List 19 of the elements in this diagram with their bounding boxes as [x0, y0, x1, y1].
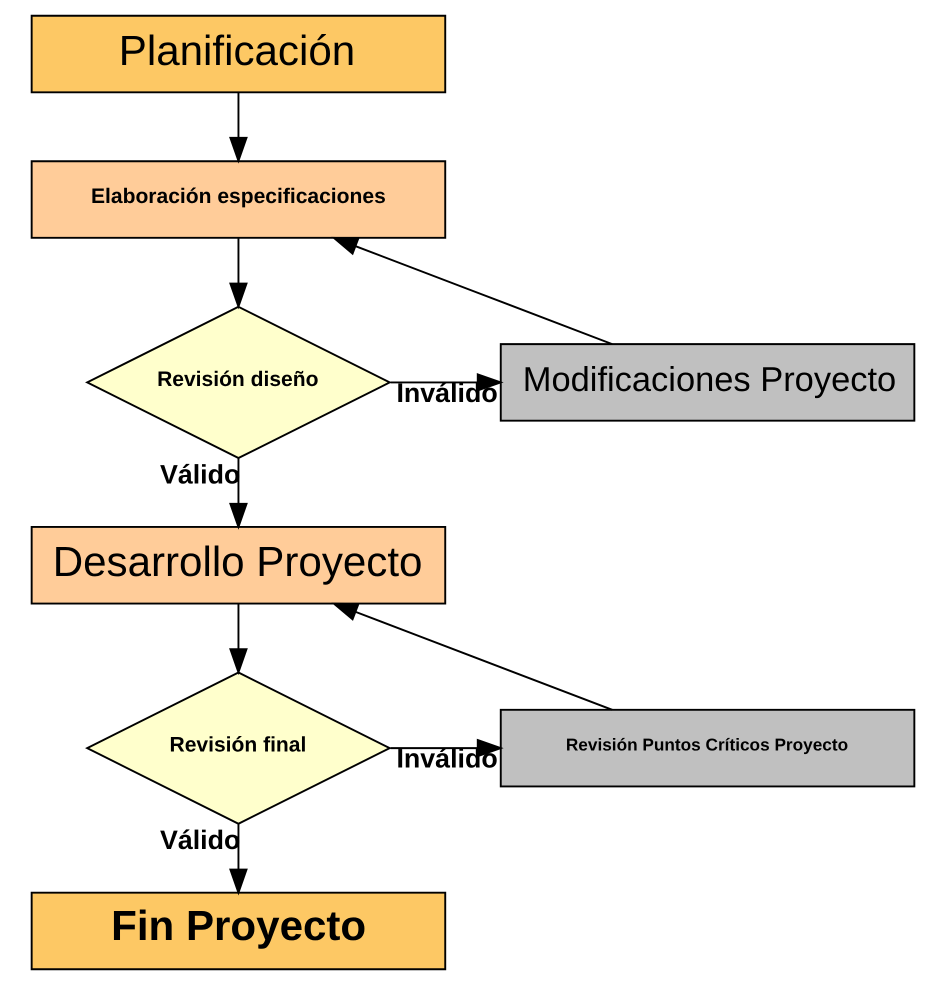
edge-label: Inválido: [396, 378, 498, 408]
edge-label: Inválido: [396, 744, 498, 774]
arrow: [330, 236, 612, 345]
node-box: Fin Proyecto: [30, 892, 446, 970]
arrow: [330, 602, 612, 711]
arrow: [228, 824, 248, 896]
arrow: [228, 604, 248, 676]
arrow: [228, 238, 248, 310]
node-box: Modificaciones Proyecto: [499, 343, 915, 422]
node-box: Revisión Puntos Críticos Proyecto: [499, 708, 915, 788]
node-diamond: Revisión final: [84, 671, 392, 825]
node-box: Desarrollo Proyecto: [30, 526, 446, 605]
node-box: Elaboración especificaciones: [30, 160, 446, 239]
arrow: [390, 373, 504, 392]
arrow: [390, 738, 504, 758]
arrow: [228, 458, 248, 530]
node-box: Planificación: [30, 14, 446, 94]
arrow: [228, 92, 248, 164]
node-diamond: Revisión diseño: [84, 306, 392, 460]
